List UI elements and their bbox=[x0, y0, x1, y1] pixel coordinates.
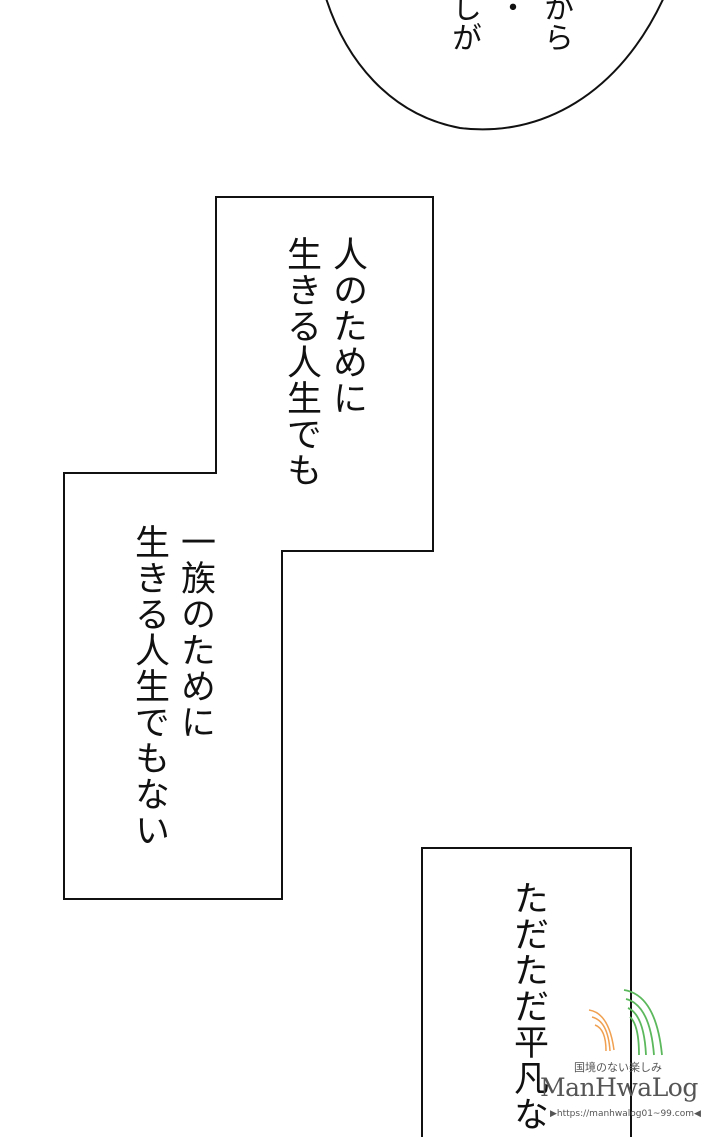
caption-1-text: 人のために 生きる人生でも bbox=[281, 236, 367, 488]
caption-2-text: 一族のために 生きる人生でもない bbox=[129, 524, 215, 848]
watermark-logo: ManHwaLog bbox=[540, 1073, 698, 1102]
caption-3-text: ただただ平凡な bbox=[508, 880, 548, 1132]
speech-bubble bbox=[325, 0, 664, 131]
caption-box-outline bbox=[63, 196, 434, 900]
caption-box-3 bbox=[421, 847, 632, 1137]
watermark-leaf-icon bbox=[588, 989, 663, 1056]
watermark-url: ▶https://manhwalog01~99.com◀ bbox=[550, 1109, 701, 1119]
watermark: 国境のない楽しみ ManHwaLog ▶https://manhwalog01~… bbox=[540, 985, 718, 1125]
bubble-text: から ・ しが bbox=[446, 0, 573, 52]
watermark-tagline: 国境のない楽しみ bbox=[574, 1061, 662, 1074]
